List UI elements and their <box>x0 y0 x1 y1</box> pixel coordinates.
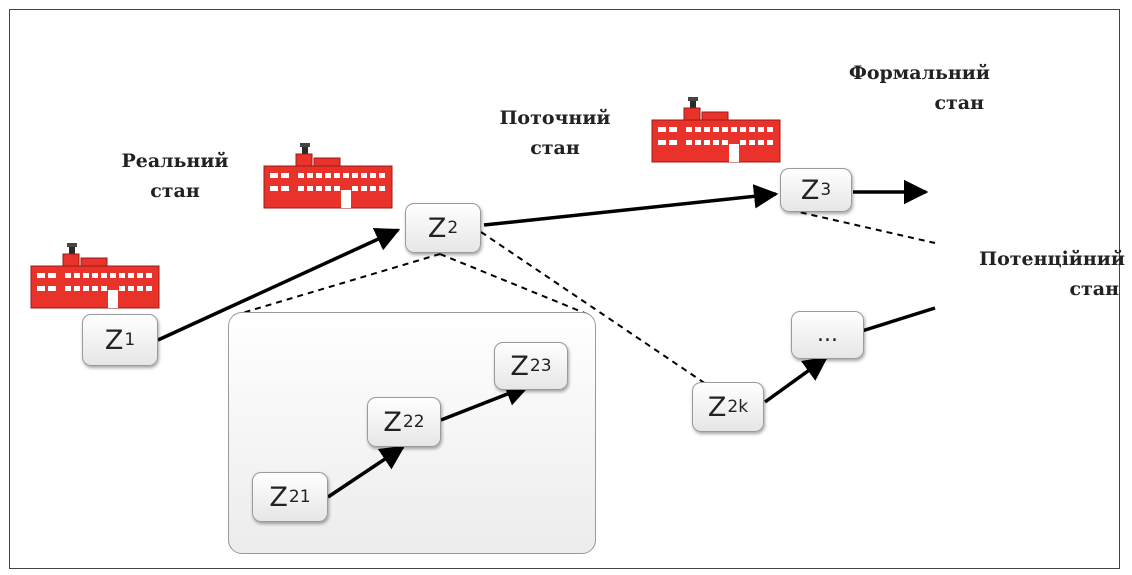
factory-building-icon <box>651 96 781 163</box>
factory-building-icon <box>263 142 393 209</box>
arrow-z1-z2 <box>157 228 401 342</box>
arrow-z2-z3 <box>483 184 779 227</box>
dashed-link-z2-z2k <box>480 231 707 385</box>
node-ellipsis: ... <box>791 311 864 359</box>
factory-building-icon <box>30 242 160 309</box>
arrow-z2k-ellipsis <box>763 356 828 404</box>
arrow-z22-z23 <box>440 382 531 422</box>
dashed-link-z2-panel-left <box>231 253 441 317</box>
dashed-link-z2-panel-right <box>439 253 593 317</box>
dashed-link-z3-potential <box>789 209 936 244</box>
arrow-z21-z22 <box>327 445 406 499</box>
